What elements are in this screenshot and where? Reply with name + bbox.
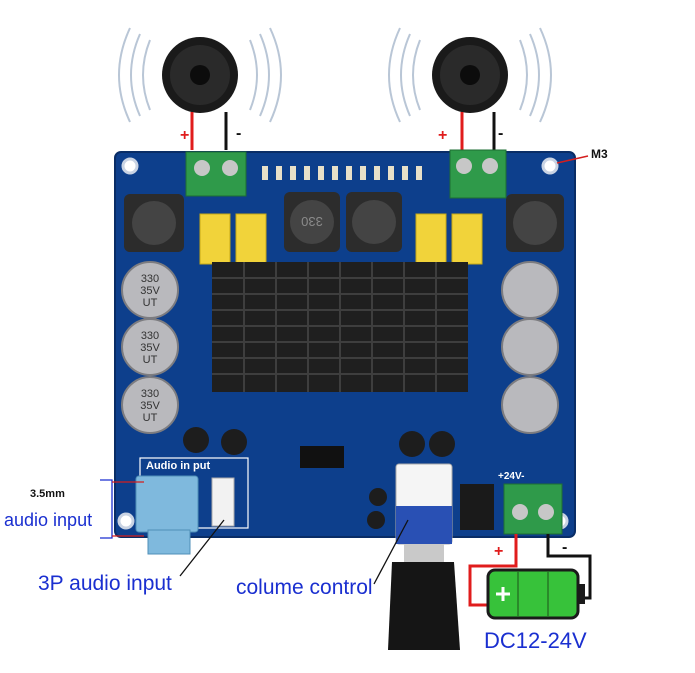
inductor [346,192,402,252]
speaker-right-minus: - [498,125,503,142]
capacitor-value: 330 [141,330,159,342]
speaker-icon [162,37,238,113]
small-capacitors [183,427,455,529]
capacitor-series: UT [143,297,158,309]
electrolytic-capacitor: 330 35V UT [121,318,179,376]
electrolytic-capacitor: 330 35V UT [121,376,179,434]
capacitor-voltage: 35V [140,400,160,412]
inductor [506,194,564,252]
capacitor-series: UT [143,354,158,366]
mount-hole-label: M3 [591,147,608,161]
power-silkscreen-label: +24V- [498,471,525,482]
power-wires [468,534,592,607]
power-terminal [503,483,563,535]
power-regulator [460,484,494,530]
speaker-left-plus: + [180,127,189,144]
speaker-terminal-right [449,149,507,199]
capacitor-value: 330 [141,273,159,285]
audio-in-silkscreen-label: Audio in put [146,460,211,472]
electrolytic-capacitor [501,376,559,434]
speaker-icon [432,37,508,113]
volume-potentiometer [388,463,460,650]
sound-wave-icon [118,27,282,123]
volume-control-label: colume control [236,576,373,599]
polarity-markers: + - + - + - [180,125,567,560]
capacitor-voltage: 35V [140,342,160,354]
power-plus: + [494,543,503,560]
power-minus: - [562,539,567,556]
label-leaders [100,479,409,585]
capacitor-value: 330 [141,388,159,400]
electrolytic-capacitor: 330 35V UT [121,261,179,319]
battery-icon [486,568,585,620]
inductor: 330 [284,192,340,252]
aux-size-label: 3.5mm [30,488,65,500]
inductor [124,194,184,252]
speaker-left-minus: - [236,125,241,142]
speaker-wires [190,112,496,150]
electrolytic-capacitor [501,318,559,376]
sound-wave-icon [388,27,552,123]
op-amp-chip [300,446,344,468]
speaker-terminal-left [185,151,247,197]
film-capacitors [199,213,483,265]
three-pin-audio-input-label: 3P audio input [38,572,172,595]
power-supply-label: DC12-24V [484,628,587,653]
svg-text:330: 330 [301,214,323,229]
capacitor-voltage: 35V [140,285,160,297]
speaker-right-plus: + [438,127,447,144]
heatsink [212,262,468,392]
electrolytic-capacitor [501,261,559,319]
m3-leader [556,155,589,164]
capacitor-series: UT [143,412,158,424]
smd-components [262,166,422,180]
three-pin-header [211,477,235,527]
audio-input-label: audio input [4,510,93,530]
audio-jack-3-5mm [135,475,199,555]
